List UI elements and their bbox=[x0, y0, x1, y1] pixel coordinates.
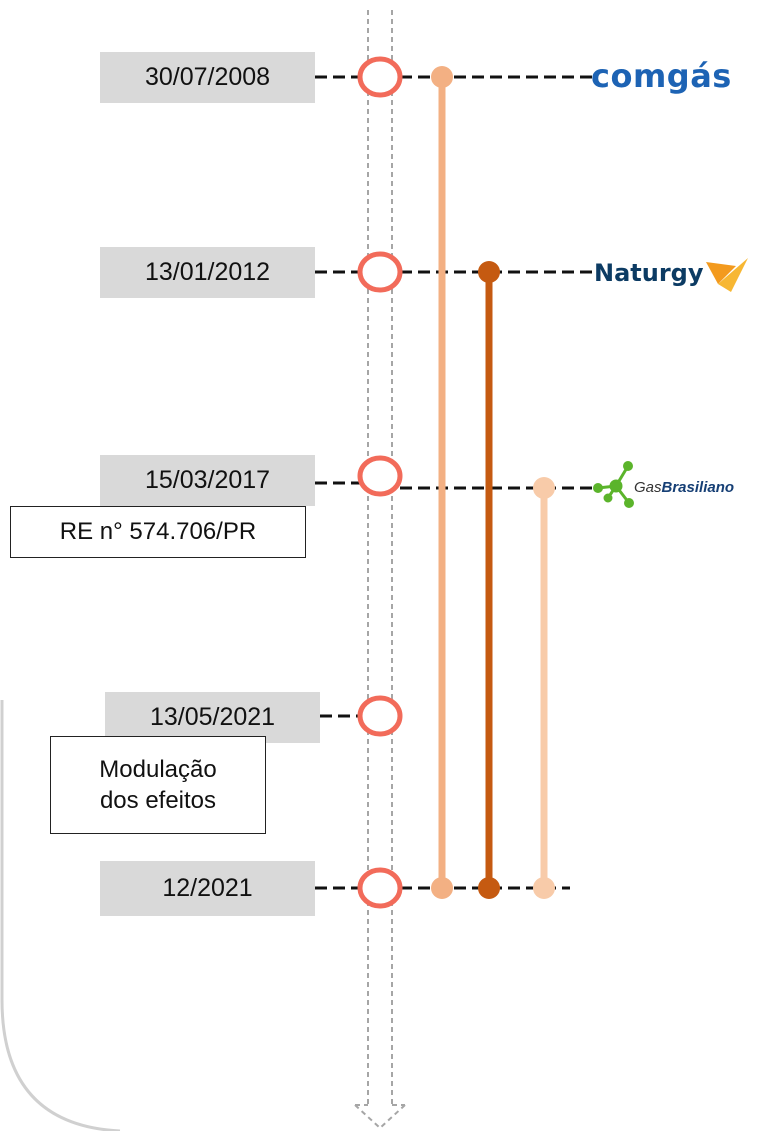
naturgy-end-dot bbox=[478, 877, 500, 899]
comgas-end-dot bbox=[431, 877, 453, 899]
date-box-2017: 15/03/2017 bbox=[100, 455, 315, 506]
comgas-logo: comgás bbox=[591, 56, 732, 96]
date-box-2012: 13/01/2012 bbox=[100, 247, 315, 298]
naturgy-butterfly-icon bbox=[706, 258, 748, 292]
naturgy-start-dot bbox=[478, 261, 500, 283]
gasbrasiliano-logo: GasBrasiliano bbox=[634, 475, 734, 499]
date-connectors bbox=[315, 75, 362, 890]
gasbrasiliano-suffix: Brasiliano bbox=[661, 478, 735, 496]
logo-connectors bbox=[400, 75, 600, 890]
marker-2021-05 bbox=[357, 695, 403, 737]
naturgy-logo: Naturgy bbox=[594, 258, 704, 288]
note-modulacao: Modulação dos efeitos bbox=[50, 736, 266, 834]
note-modulacao-line2: dos efeitos bbox=[99, 787, 217, 814]
gasbrasiliano-end-dot bbox=[533, 877, 555, 899]
note-modulacao-line1: Modulação bbox=[99, 755, 217, 783]
date-box-2021-05: 13/05/2021 bbox=[105, 692, 320, 743]
marker-2021-12 bbox=[357, 867, 403, 909]
gasbrasiliano-logo-text: GasBrasiliano bbox=[634, 479, 734, 496]
date-box-2021-12: 12/2021 bbox=[100, 861, 315, 916]
gasbrasiliano-prefix: Gas bbox=[634, 478, 662, 496]
gasbrasiliano-molecule-icon bbox=[593, 461, 634, 508]
note-re-574706: RE n° 574.706/PR bbox=[10, 506, 306, 558]
marker-2012 bbox=[357, 251, 403, 293]
gasbrasiliano-start-dot bbox=[533, 477, 555, 499]
comgas-start-dot bbox=[431, 66, 453, 88]
comgas-logo-text: comgás bbox=[591, 57, 732, 95]
date-box-2008: 30/07/2008 bbox=[100, 52, 315, 103]
marker-2008 bbox=[357, 56, 403, 98]
marker-2017 bbox=[357, 455, 403, 497]
timeline-arrow bbox=[354, 10, 406, 1130]
timeline-markers bbox=[357, 56, 403, 909]
naturgy-logo-text: Naturgy bbox=[594, 259, 704, 287]
background-frame bbox=[0, 700, 121, 1131]
